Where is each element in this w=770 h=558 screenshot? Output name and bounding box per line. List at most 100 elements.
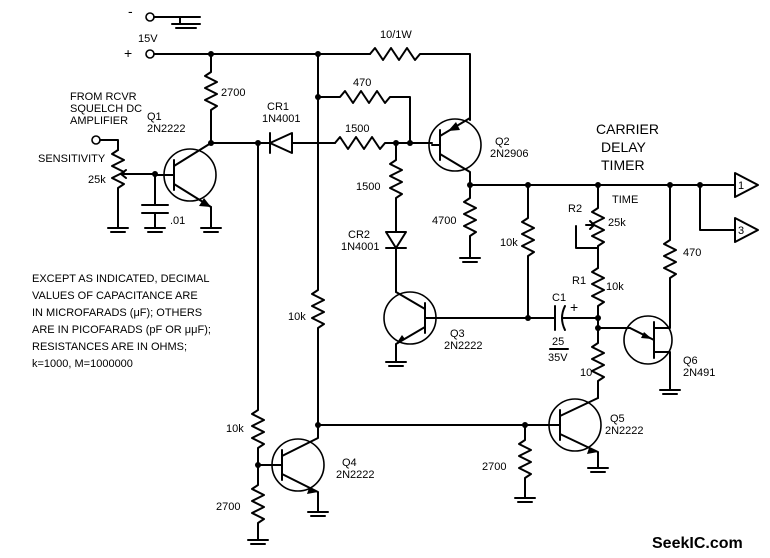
q5-part: 2N2222 — [605, 425, 644, 437]
capacitor-001 — [141, 204, 169, 233]
resistor-2700-q4-label: 2700 — [216, 501, 240, 513]
q3-base — [424, 302, 556, 334]
pot-wiper — [120, 169, 129, 179]
resistor-470-a — [317, 53, 411, 144]
minus-terminal — [145, 12, 155, 22]
q1-base-wire — [127, 173, 156, 206]
resistor-10k-q4 — [251, 142, 265, 466]
output-wires — [699, 184, 736, 231]
input-label-3: AMPLIFIER — [70, 115, 128, 127]
c1-value-2: 35V — [548, 352, 568, 364]
r2-ref: R2 — [568, 203, 582, 215]
cr2-part: 1N4001 — [341, 241, 380, 253]
output-3-label: 3 — [738, 225, 744, 237]
notes-block: EXCEPT AS INDICATED, DECIMAL VALUES OF C… — [32, 273, 211, 370]
power-terminals: - 15V + — [124, 3, 201, 61]
cr2-ref: CR2 — [348, 229, 370, 241]
q5-emitter-arrow — [587, 448, 598, 454]
resistor-2700-q5-label: 2700 — [482, 461, 506, 473]
capacitor-c1 — [554, 305, 599, 331]
note-line: VALUES OF CAPACITANCE ARE — [32, 290, 198, 302]
q6-bases — [653, 299, 671, 391]
ground-icon — [659, 389, 681, 395]
sensitivity-label: SENSITIVITY — [38, 153, 106, 165]
q1-base — [154, 159, 175, 191]
q2-emitter-arrow — [448, 122, 460, 131]
resistor-2700-q4 — [247, 464, 269, 545]
resistor-10k-q4-label: 10k — [226, 423, 244, 435]
note-line: EXCEPT AS INDICATED, DECIMAL — [32, 273, 209, 285]
diode-cr1 — [269, 132, 336, 154]
q3-part: 2N2222 — [444, 340, 483, 352]
resistor-10k-mid-label: 10k — [500, 237, 518, 249]
sensitivity-value: 25k — [88, 174, 106, 186]
ground-icon — [107, 227, 129, 233]
resistor-10-1w — [369, 47, 471, 121]
resistor-2700-q1 — [204, 53, 218, 144]
resistor-1500-a-label: 1500 — [345, 123, 369, 135]
resistor-1500-a — [334, 136, 433, 150]
q2-body — [428, 118, 482, 172]
capacitor-001-label: .01 — [170, 215, 185, 227]
input-terminal — [91, 135, 101, 145]
q2-ref: Q2 — [495, 136, 510, 148]
ground-icon — [587, 467, 609, 473]
q3-leads — [395, 291, 426, 363]
output-1-label: 1 — [738, 180, 744, 192]
r2-value: 25k — [608, 217, 626, 229]
q4-leads — [281, 424, 319, 513]
output-buffer-1 — [734, 172, 759, 198]
q1-emitter-ground — [200, 206, 222, 233]
title-line-1: CARRIER — [596, 121, 659, 137]
q3-ref: Q3 — [450, 328, 465, 340]
output-buffer-3 — [734, 217, 759, 243]
q6-part: 2N491 — [683, 367, 715, 379]
q1-leads — [173, 142, 212, 208]
q3-emitter-arrow — [396, 335, 405, 344]
sensitivity-pot — [111, 149, 125, 229]
input-label-2: SQUELCH DC — [70, 103, 142, 115]
r1-value: 10k — [606, 281, 624, 293]
resistor-r1 — [591, 267, 605, 329]
q2-part: 2N2906 — [490, 148, 529, 160]
resistor-10k-mid — [521, 184, 535, 319]
supply-voltage: 15V — [138, 33, 158, 45]
resistor-470-a-label: 470 — [353, 77, 371, 89]
q4-base — [257, 449, 283, 481]
resistor-10-label: 10 — [580, 367, 592, 379]
pot-r2 — [591, 184, 605, 269]
resistor-470-b-label: 470 — [683, 247, 701, 259]
q1-ref: Q1 — [147, 111, 162, 123]
diode-cr2 — [385, 231, 407, 293]
title-line-3: TIMER — [601, 157, 645, 173]
resistor-2700-q1-label: 2700 — [221, 87, 245, 99]
q1-emitter-arrow — [199, 198, 211, 207]
resistor-1500-b — [389, 142, 403, 233]
resistor-10k-q3 — [311, 96, 325, 426]
input-wire — [99, 139, 119, 151]
cr1-ref: CR1 — [267, 101, 289, 113]
resistor-4700-label: 4700 — [432, 215, 456, 227]
q6-body — [623, 315, 673, 365]
note-line: RESISTANCES ARE IN OHMS; — [32, 341, 187, 353]
resistor-4700 — [459, 184, 481, 263]
resistor-470-b — [663, 184, 677, 301]
q6-ref: Q6 — [683, 355, 698, 367]
q4-ref: Q4 — [342, 457, 357, 469]
minus-ground-wire — [153, 16, 201, 25]
q5-leads — [559, 397, 599, 469]
q2-base — [431, 129, 441, 161]
resistor-2700-q5 — [514, 424, 536, 503]
resistor-10 — [591, 327, 605, 399]
resistor-10k-q3-label: 10k — [288, 311, 306, 323]
c1-plus: + — [570, 299, 578, 315]
title-line-2: DELAY — [601, 139, 647, 155]
note-line: ARE IN PICOFARADS (pF OR μμF); — [32, 324, 211, 336]
note-line: IN MICROFARADS (μF); OTHERS — [32, 307, 202, 319]
cr1-part: 1N4001 — [262, 113, 301, 125]
note-line: k=1000, M=1000000 — [32, 358, 133, 370]
junction-dot — [525, 315, 531, 321]
q1-part: 2N2222 — [147, 123, 186, 135]
ground-icon — [307, 511, 329, 517]
